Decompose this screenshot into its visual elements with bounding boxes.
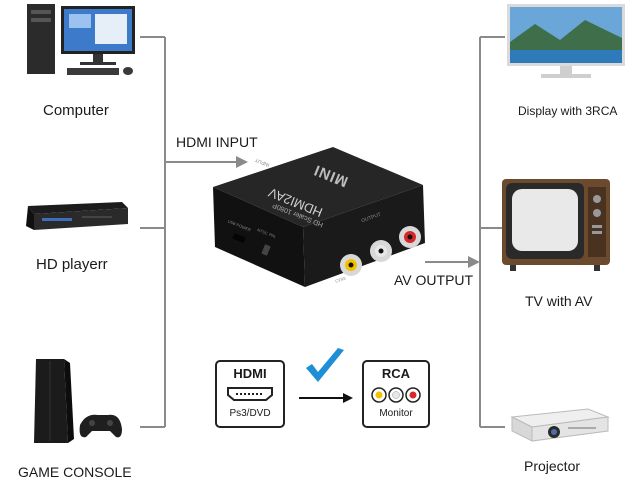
projector-icon xyxy=(508,405,612,445)
output-label-tv: TV with AV xyxy=(525,293,593,309)
checkmark-icon xyxy=(302,346,348,388)
game-console-icon xyxy=(30,355,125,447)
arrow-right-icon xyxy=(297,390,357,406)
output-label-projector: Projector xyxy=(524,458,581,474)
source-label-computer: Computer xyxy=(43,102,109,119)
source-label-game-console: GAME CONSOLE xyxy=(18,464,132,480)
blu-ray-player-icon xyxy=(22,198,130,238)
rca-legend-box: RCA Monitor xyxy=(362,360,430,428)
crt-tv-icon xyxy=(500,175,612,273)
computer-icon xyxy=(25,2,140,80)
display-monitor-icon xyxy=(505,2,627,84)
source-label-hd-player: HD playerr xyxy=(36,256,108,273)
hdmi2av-converter: MINI HDMI2AV HD Scaler 1080P INPUT OUTPU… xyxy=(205,145,435,290)
output-label-display: Display with 3RCA xyxy=(518,104,618,118)
hdmi-legend-box: HDMI Ps3/DVD xyxy=(215,360,285,428)
rca-legend-caption: Monitor xyxy=(379,408,413,419)
hdmi-legend-caption: Ps3/DVD xyxy=(229,408,271,419)
hdmi-legend-title: HDMI xyxy=(233,366,267,381)
av-output-label: AV OUTPUT xyxy=(394,272,474,288)
rca-jacks-icon xyxy=(368,386,424,404)
hdmi-port-icon xyxy=(226,386,274,402)
rca-legend-title: RCA xyxy=(381,366,411,381)
hdmi-input-label: HDMI INPUT xyxy=(176,134,258,150)
